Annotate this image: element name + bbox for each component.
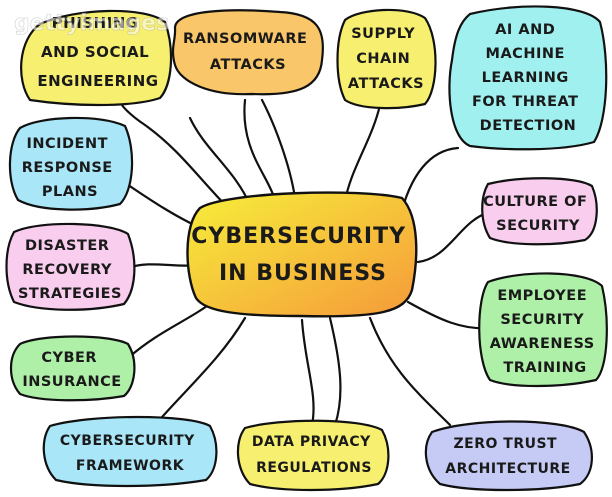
- node-incident-line-3: PLANS: [42, 184, 98, 200]
- node-framework-label: CYBERSECURITY FRAMEWORK: [60, 433, 200, 474]
- connector-privacy: [300, 318, 315, 427]
- node-framework-line-2: FRAMEWORK: [76, 458, 185, 474]
- node-employee-line-1: EMPLOYEE: [497, 288, 587, 304]
- node-ai-ml-line-4: FOR THREAT: [472, 94, 579, 110]
- connector-insurance: [126, 298, 217, 360]
- connector-ransomware: [243, 98, 277, 202]
- connector-zero: [368, 316, 452, 427]
- connector-framework: [153, 316, 247, 427]
- node-cyber-insurance-line-1: CYBER: [41, 350, 97, 366]
- node-privacy: DATA PRIVACY REGULATIONS: [236, 419, 390, 492]
- node-culture: CULTURE OF SECURITY: [481, 177, 598, 246]
- connector-phishing: [116, 96, 234, 214]
- node-cyber-insurance-line-2: INSURANCE: [22, 374, 121, 390]
- connector-employee: [406, 300, 492, 330]
- node-ai-ml-line-3: LEARNING: [482, 70, 569, 86]
- node-phishing: PHISHING AND SOCIAL ENGINEERING: [20, 9, 173, 107]
- node-ai-ml-label: AI AND MACHINE LEARNING FOR THREAT DETEC…: [472, 22, 584, 134]
- node-privacy-label: DATA PRIVACY REGULATIONS: [252, 434, 376, 476]
- node-disaster: DISASTER RECOVERY STRATEGIES: [5, 222, 136, 311]
- node-zero-trust-label: ZERO TRUST ARCHITECTURE: [445, 436, 570, 477]
- center-node-line-2: IN BUSINESS: [219, 261, 387, 286]
- node-disaster-label: DISASTER RECOVERY STRATEGIES: [18, 238, 122, 302]
- node-ransomware-line-1: RANSOMWARE: [183, 31, 307, 47]
- node-framework: CYBERSECURITY FRAMEWORK: [42, 415, 218, 488]
- node-ai-ml-line-1: AI AND: [495, 22, 555, 38]
- node-framework-line-1: CYBERSECURITY: [60, 433, 195, 449]
- connector-phishing-2: [188, 116, 252, 207]
- node-culture-line-1: CULTURE OF: [483, 194, 587, 210]
- node-zero-trust-line-2: ARCHITECTURE: [445, 461, 570, 477]
- connector-privacy-2: [328, 316, 342, 427]
- node-ai-ml-line-2: MACHINE: [486, 46, 565, 62]
- node-supply-chain-line-2: CHAIN: [356, 51, 410, 67]
- node-ransomware: RANSOMWARE ATTACKS: [171, 9, 324, 96]
- node-employee-line-4: TRAINING: [503, 360, 586, 376]
- watermark: gettyimages: [14, 11, 169, 36]
- center-node-label: CYBERSECURITY IN BUSINESS: [191, 224, 414, 286]
- node-phishing-line-3: ENGINEERING: [37, 72, 158, 90]
- node-zero-trust: ZERO TRUST ARCHITECTURE: [424, 420, 593, 492]
- node-incident-line-2: RESPONSE: [22, 160, 113, 176]
- node-employee-label: EMPLOYEE SECURITY AWARENESS TRAINING: [490, 288, 601, 376]
- node-ransomware-line-2: ATTACKS: [210, 57, 286, 73]
- node-ai-ml: AI AND MACHINE LEARNING FOR THREAT DETEC…: [448, 5, 608, 151]
- node-incident-label: INCIDENT RESPONSE PLANS: [22, 136, 119, 200]
- node-privacy-line-2: REGULATIONS: [256, 460, 372, 476]
- node-cyber-insurance-label: CYBER INSURANCE: [22, 350, 121, 390]
- node-cyber-insurance: CYBER INSURANCE: [9, 335, 136, 402]
- node-privacy-line-1: DATA PRIVACY: [252, 434, 371, 450]
- node-employee: EMPLOYEE SECURITY AWARENESS TRAINING: [478, 272, 608, 388]
- node-ai-ml-line-5: DETECTION: [480, 118, 577, 134]
- node-incident: INCIDENT RESPONSE PLANS: [8, 116, 134, 211]
- connector-supply: [343, 103, 382, 204]
- node-disaster-line-3: STRATEGIES: [18, 286, 122, 302]
- center-node-line-1: CYBERSECURITY: [191, 224, 406, 249]
- node-disaster-line-2: RECOVERY: [22, 262, 112, 278]
- node-disaster-line-1: DISASTER: [25, 238, 110, 254]
- node-employee-line-2: SECURITY: [500, 312, 584, 328]
- connector-ransomware-2: [260, 98, 297, 200]
- center-node: CYBERSECURITY IN BUSINESS: [186, 191, 418, 318]
- node-phishing-line-2: AND SOCIAL: [41, 43, 149, 61]
- node-supply-chain-line-1: SUPPLY: [351, 26, 415, 42]
- node-phishing-label: PHISHING AND SOCIAL ENGINEERING: [37, 14, 158, 90]
- node-supply-chain-line-3: ATTACKS: [348, 76, 424, 92]
- node-zero-trust-line-1: ZERO TRUST: [454, 436, 558, 452]
- connector-culture: [416, 210, 492, 264]
- node-ransomware-label: RANSOMWARE ATTACKS: [183, 31, 313, 73]
- node-incident-line-1: INCIDENT: [26, 136, 108, 152]
- node-culture-label: CULTURE OF SECURITY: [483, 194, 593, 234]
- node-employee-line-3: AWARENESS: [490, 336, 595, 352]
- node-phishing-line-1: PHISHING: [52, 14, 139, 32]
- node-supply-chain: SUPPLY CHAIN ATTACKS: [336, 8, 437, 110]
- node-supply-chain-label: SUPPLY CHAIN ATTACKS: [348, 26, 424, 92]
- node-culture-line-2: SECURITY: [496, 218, 580, 234]
